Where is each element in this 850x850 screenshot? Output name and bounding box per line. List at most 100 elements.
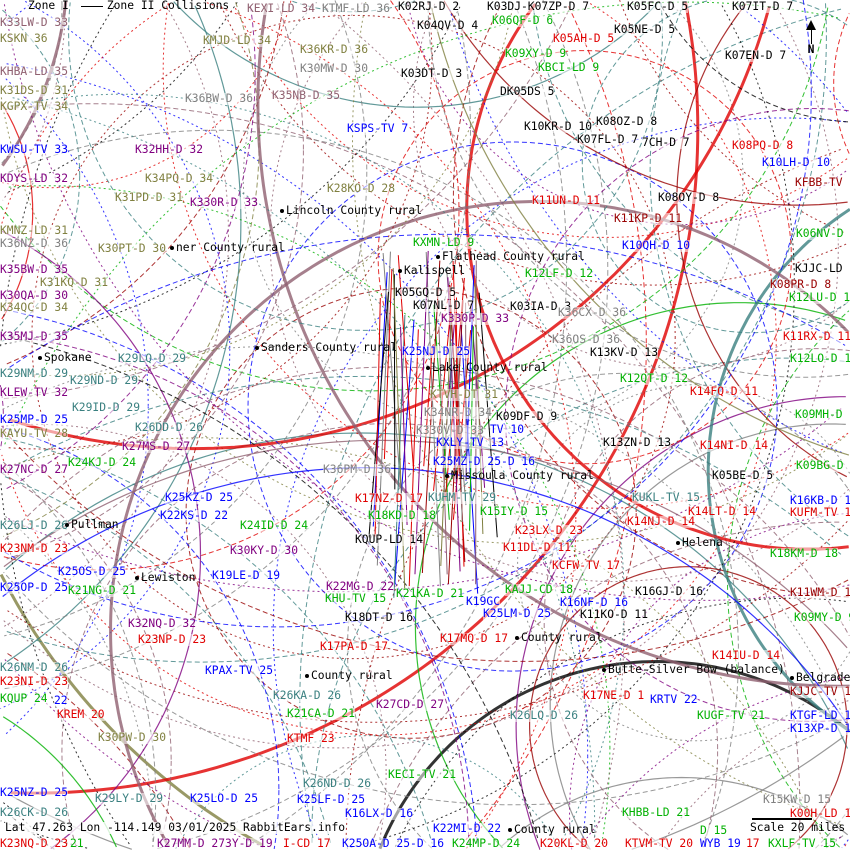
- city-marker: Lake County rural: [426, 362, 548, 374]
- station-label: K10KR-D 10: [524, 120, 593, 133]
- station-label: K24MP-D 24: [452, 837, 521, 850]
- station-label: K17NZ-D 17: [355, 492, 424, 505]
- city-dot-icon: [255, 346, 259, 350]
- coverage-contour: [676, 3, 848, 478]
- station-label: K24ID-D 24: [240, 519, 309, 532]
- station-label: K10QH-D 10: [622, 239, 691, 252]
- coverage-contour: [273, 790, 280, 849]
- station-label: KBCI-LD 9: [538, 61, 600, 74]
- coverage-contour: [658, 1, 849, 123]
- station-label: K26KA-D 26: [273, 689, 342, 702]
- coverage-contour: [567, 5, 647, 345]
- city-dot-icon: [790, 676, 794, 680]
- station-label: K12QT-D 12: [620, 372, 689, 385]
- station-label: K17PA-D 17: [320, 640, 389, 653]
- station-label: KAJJ-CD 18: [505, 583, 574, 596]
- station-label: KUHM-TV 29: [428, 491, 497, 504]
- station-label: K13KV-D 13: [590, 346, 659, 359]
- city-marker: Flathead County rural: [436, 251, 585, 263]
- city-name: Missoula County rural: [451, 469, 594, 482]
- coverage-contour: [787, 725, 848, 850]
- city-dot-icon: [676, 541, 680, 545]
- coverage-contour: [589, 3, 777, 340]
- station-label: KXLY-TV 13: [436, 436, 505, 449]
- collision-line: [438, 326, 448, 575]
- station-label: K36BW-D 36: [185, 92, 254, 105]
- city-name: County rural: [521, 631, 603, 644]
- station-label: K22MI-D 22: [433, 822, 502, 835]
- collision-line: [423, 347, 433, 467]
- station-label: K03IA-D 3: [510, 300, 572, 313]
- station-label: KHBB-LD 21: [622, 806, 691, 819]
- coverage-contour: [299, 8, 842, 839]
- coverage-contour: [833, 13, 850, 154]
- station-label: K36PM-D 36: [323, 463, 392, 476]
- coverage-contour: [738, 5, 849, 114]
- coverage-contour: [775, 3, 839, 247]
- city-dot-icon: [305, 674, 309, 678]
- station-label: K06NV-D 6: [796, 228, 850, 240]
- coverage-contour: [593, 623, 625, 841]
- city-marker: Lewiston: [135, 572, 195, 584]
- station-label: K23LX-D 23: [515, 524, 584, 537]
- station-label: K21NG-D 21: [68, 584, 137, 597]
- station-label: K25OS-D 25: [58, 565, 127, 578]
- city-dot-icon: [508, 828, 512, 832]
- station-label: K33LW-D 33: [0, 16, 69, 29]
- station-label: K30MW-D 30: [300, 62, 369, 75]
- station-label: KLEW-TV 32: [0, 386, 69, 399]
- city-marker: Lincoln County rural: [280, 205, 422, 217]
- station-label: K25NZ-D 25: [0, 786, 69, 799]
- station-label: K25OP-D 25: [0, 581, 69, 594]
- station-label: K36NZ-D 36: [0, 237, 69, 250]
- city-dot-icon: [38, 356, 42, 360]
- station-label: K36OS-D 36: [552, 333, 621, 346]
- collision-line: [382, 252, 402, 488]
- city-dot-icon: [602, 668, 606, 672]
- station-label: K35BW-D 35: [0, 263, 69, 276]
- legend-zone1: Zone I: [28, 0, 69, 12]
- station-label: KREM 20: [57, 708, 105, 721]
- station-label: K23NP-D 23: [138, 633, 207, 646]
- station-label: K09XY-D 9: [505, 47, 567, 60]
- city-marker: County rural: [508, 824, 596, 836]
- station-label: K26NM-D 26: [0, 661, 69, 674]
- coverage-contour: [443, 0, 848, 206]
- coverage-contour: [582, 756, 589, 843]
- station-label: K15IY-D 15: [480, 505, 549, 518]
- collision-line: [393, 314, 406, 598]
- station-label: K05NE-D 5: [614, 23, 676, 36]
- station-label: KTMF 23: [287, 732, 335, 745]
- station-label: 7CH-D 7: [642, 136, 690, 149]
- coverage-contour: [844, 841, 849, 847]
- coverage-contour: [6, 150, 304, 560]
- station-label: K05AH-D 5: [553, 32, 615, 45]
- coverage-contour: [68, 2, 663, 331]
- coverage-contour: [370, 521, 842, 846]
- city-name: Sanders County rural: [261, 341, 398, 354]
- station-label: K24KJ-D 24: [68, 456, 137, 469]
- city-dot-icon: [436, 255, 440, 259]
- coverage-contour: [431, 7, 850, 456]
- station-label: KWSU-TV 33: [0, 143, 69, 156]
- station-label: K31KQ-D 31: [40, 276, 109, 289]
- station-label: K07IT-D 7: [732, 0, 794, 13]
- coverage-contour: [6, 35, 827, 663]
- coverage-contour: [455, 2, 471, 131]
- coverage-contour: [272, 117, 846, 845]
- station-label: KXLF-TV 15: [768, 837, 837, 850]
- station-label: K25KZ-D 25: [165, 491, 234, 504]
- station-label: K23NQ-D 23: [0, 837, 69, 850]
- station-label: TV 10: [490, 423, 525, 436]
- city-marker: County rural: [305, 670, 393, 682]
- station-label: K26ND-D 26: [303, 777, 372, 790]
- legend-zone2: Zone II Collisions: [106, 0, 230, 12]
- legend-line-icon: [80, 5, 103, 7]
- station-label: K11DL-D 11: [503, 541, 572, 554]
- city-name: Spokane: [44, 351, 92, 364]
- station-label: K29NM-D 29: [0, 367, 69, 380]
- coverage-contour: [9, 233, 846, 368]
- coverage-contour: [703, 654, 739, 843]
- coverage-contour: [449, 9, 842, 453]
